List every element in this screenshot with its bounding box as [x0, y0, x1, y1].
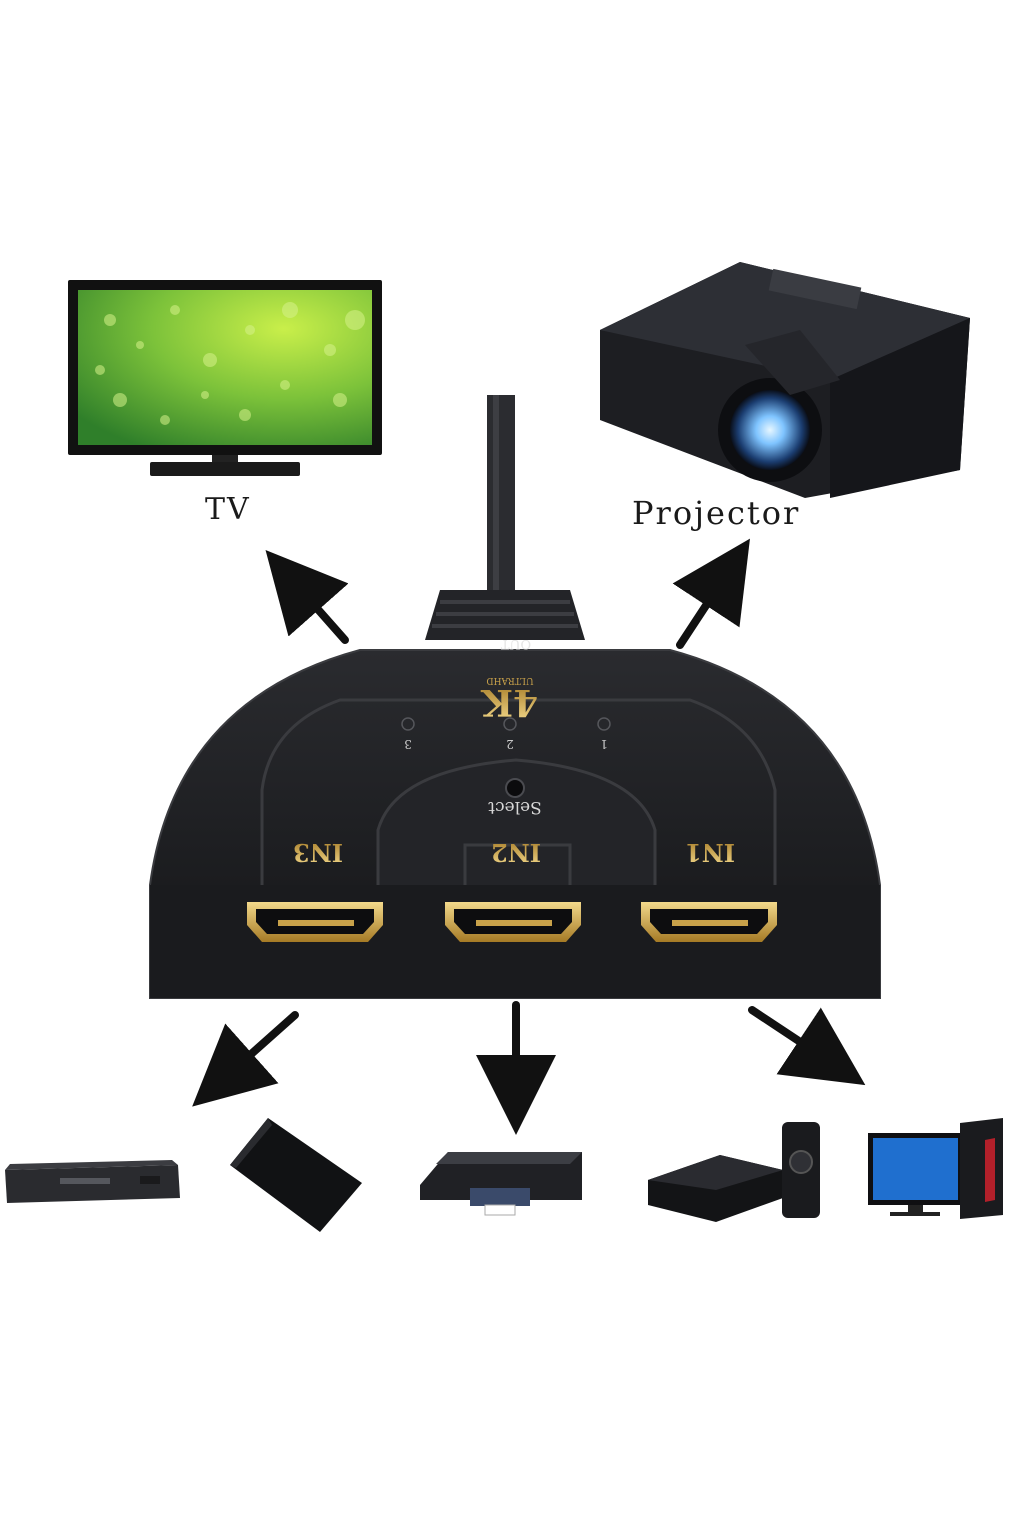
4k-logo: 4K — [480, 681, 538, 723]
projector-icon — [600, 262, 970, 498]
led-indicator-2: 2 — [503, 717, 517, 751]
direction-arrows — [192, 538, 866, 1135]
ultrahd-logo: ULTRAHD — [486, 675, 533, 685]
port-label-in2: IN2 — [491, 838, 541, 867]
hdmi-port-in2[interactable] — [445, 902, 581, 942]
hdmi-switch: OUT 4K ULTRAHD 3 2 1 Select IN3 IN2 IN1 — [149, 590, 881, 999]
port-label-in3: IN3 — [293, 838, 343, 867]
arrow-to-right-devices — [748, 1006, 866, 1086]
hdmi-port-in3[interactable] — [247, 902, 383, 942]
hdmi-cable — [487, 395, 515, 605]
led-indicator-1: 1 — [597, 717, 611, 751]
desktop-pc-icon — [868, 1118, 1003, 1219]
streaming-box-icon — [230, 1118, 362, 1232]
select-button[interactable] — [505, 778, 525, 798]
led-indicator-3: 3 — [401, 717, 415, 751]
port-label-in1: IN1 — [685, 838, 735, 867]
bluray-player-icon — [420, 1152, 582, 1216]
set-top-box-icon — [5, 1160, 180, 1203]
led-number-1: 1 — [600, 737, 608, 751]
out-label: OUT — [501, 636, 532, 651]
arrow-to-left-devices — [192, 1011, 299, 1107]
led-number-3: 3 — [404, 737, 412, 751]
arrow-to-projector — [672, 538, 750, 649]
led-number-2: 2 — [506, 737, 514, 751]
select-label: Select — [488, 797, 542, 817]
hdmi-port-in1[interactable] — [641, 902, 777, 942]
tv-icon — [68, 280, 382, 476]
arrow-to-tv — [265, 550, 349, 644]
android-tv-box-icon — [648, 1122, 820, 1222]
tv-label: TV — [205, 492, 251, 527]
projector-label: Projector — [632, 494, 801, 532]
